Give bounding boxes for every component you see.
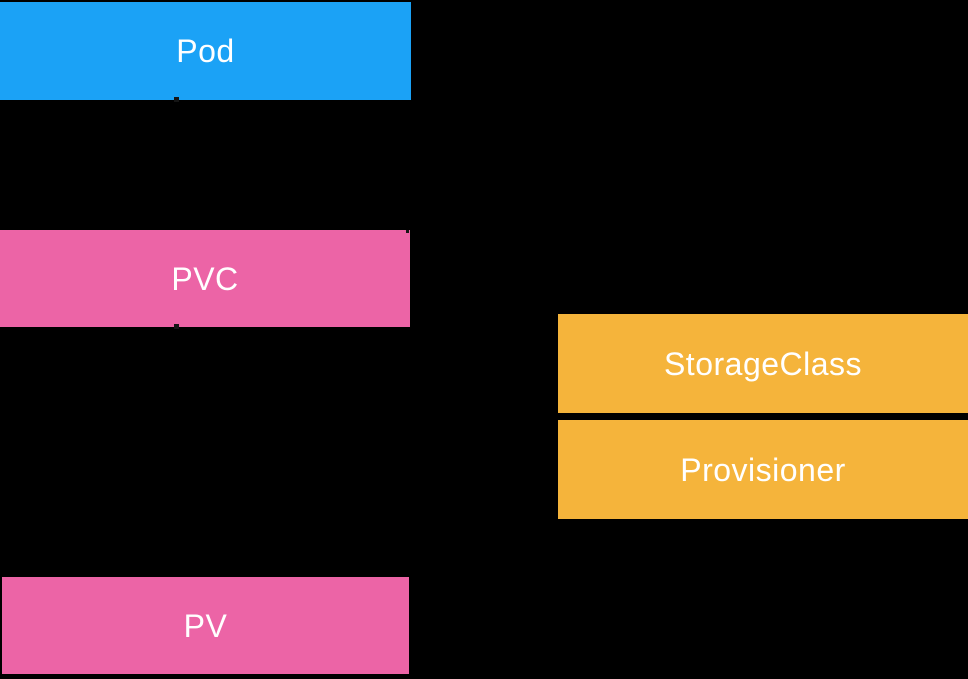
diagram-node-pod: Pod — [0, 2, 411, 100]
diagram-node-storageclass: StorageClass — [558, 314, 968, 413]
diagram-node-pv: PV — [2, 577, 409, 674]
storageclass-label: StorageClass — [663, 345, 863, 382]
diagram-node-provisioner: Provisioner — [558, 420, 968, 519]
arrowhead-artifact — [174, 97, 179, 102]
pod-label: Pod — [176, 33, 235, 69]
provisioner-label: Provisioner — [680, 451, 846, 488]
pvc-label: PVC — [171, 260, 239, 297]
arrowhead-artifact — [406, 230, 409, 233]
pv-label: PV — [183, 607, 228, 644]
arrowhead-artifact — [174, 324, 179, 329]
diagram-node-pvc: PVC — [0, 230, 410, 327]
